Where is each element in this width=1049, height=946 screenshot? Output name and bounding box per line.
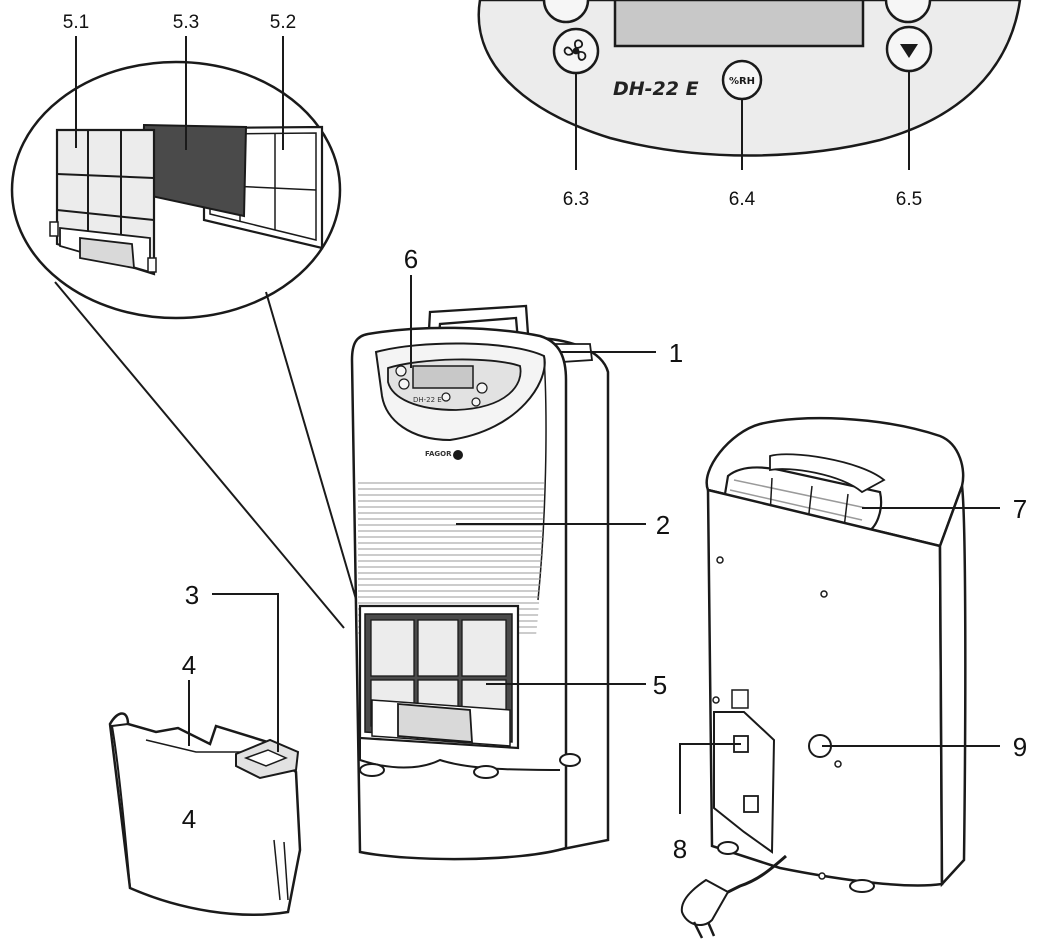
label-5-2: 5.2: [270, 12, 296, 33]
label-5-1: 5.1: [63, 12, 89, 33]
down-button[interactable]: [885, 25, 933, 73]
label-9: 9: [1013, 732, 1027, 762]
label-6-5: 6.5: [896, 189, 922, 210]
cord-hook-lower: [743, 795, 759, 813]
label-6: 6: [404, 244, 418, 274]
label-1: 1: [669, 338, 683, 368]
control-panel-closeup: %RH DH-22 E: [477, 0, 1022, 170]
filter-cassette: [358, 604, 520, 750]
front-grille: [358, 478, 544, 636]
fan-icon: [563, 39, 587, 61]
label-5: 5: [653, 670, 667, 700]
dehumidifier-front-view: DH-22 E FAGOR: [350, 275, 656, 861]
top-left-button-partial: [542, 0, 590, 24]
label-8: 8: [673, 834, 687, 864]
down-arrow-icon: [900, 44, 918, 58]
label-2: 2: [656, 510, 670, 540]
power-cord: [719, 854, 787, 898]
label-4: 4: [182, 650, 196, 680]
label-6-4: 6.4: [729, 189, 756, 210]
power-plug-icon: [680, 878, 730, 939]
wheel: [559, 753, 581, 767]
humidity-button[interactable]: %RH: [721, 59, 763, 101]
unit-model-text: DH-22 E: [413, 396, 442, 404]
rh-button-text: %RH: [729, 76, 755, 87]
filter-grid-5-1: [49, 128, 157, 276]
filter-callout-bubble: [10, 36, 359, 629]
label-4-on-tank: 4: [182, 804, 196, 834]
brand-logo: FAGOR: [425, 450, 463, 460]
label-6-3: 6.3: [563, 189, 589, 210]
label-3: 3: [185, 580, 199, 610]
water-tank: [108, 593, 302, 916]
label-5-3: 5.3: [173, 12, 199, 33]
unit-control-panel: DH-22 E: [387, 358, 522, 411]
cord-hook-panel: [713, 711, 776, 854]
wheel: [473, 765, 499, 779]
display-screen: [613, 0, 865, 48]
wheel: [359, 763, 385, 777]
dehumidifier-rear-view: [679, 416, 1000, 939]
model-name: DH-22 E: [613, 78, 699, 100]
top-right-button-partial: [884, 0, 932, 24]
label-7: 7: [1013, 494, 1027, 524]
unit-brand-text: FAGOR: [425, 450, 452, 458]
fan-button[interactable]: [552, 27, 600, 75]
